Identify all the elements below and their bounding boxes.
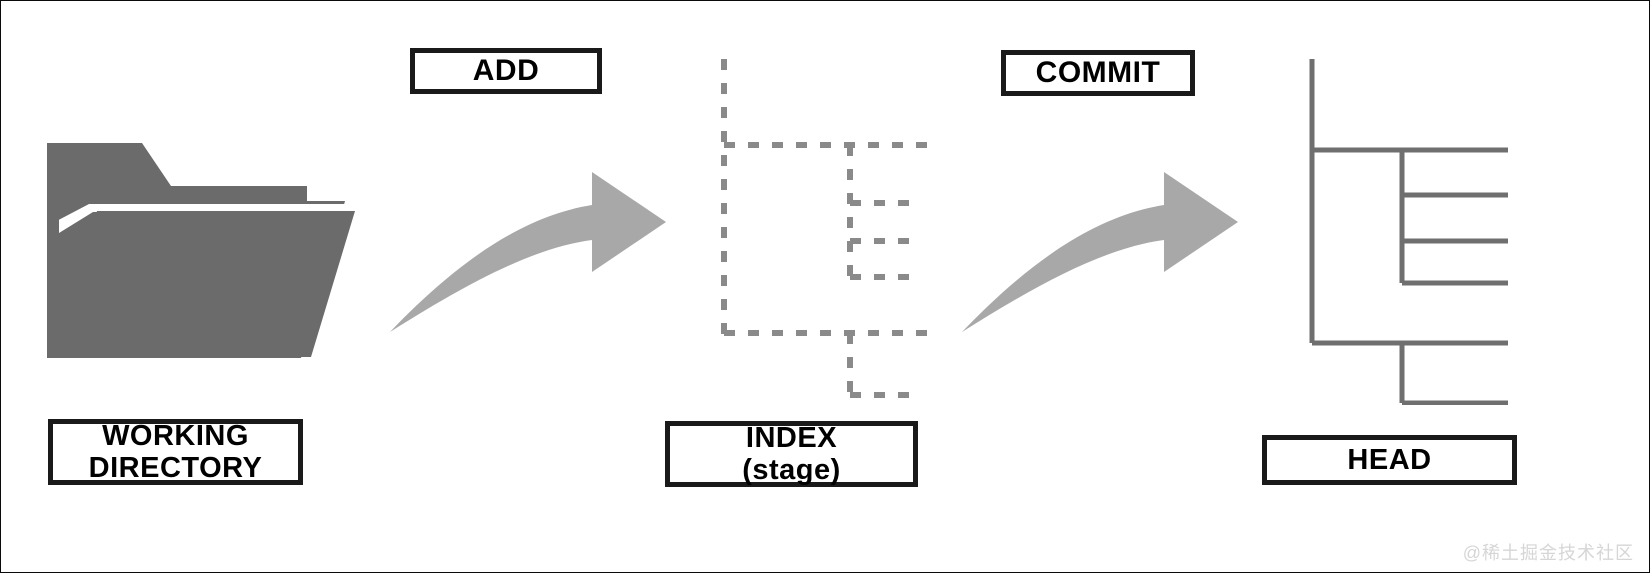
working-directory-label-line2: DIRECTORY (88, 452, 263, 484)
index-label-line2: (stage) (742, 454, 841, 486)
commit-label: COMMIT (1035, 56, 1161, 90)
head-label: HEAD (1347, 443, 1432, 476)
commit-operation-box[interactable]: COMMIT (1001, 50, 1195, 96)
index-label-line1: INDEX (745, 421, 838, 454)
add-arrow (380, 160, 672, 340)
dashed-file-tree-icon (700, 55, 930, 400)
working-directory-box[interactable]: WORKING DIRECTORY (48, 419, 303, 485)
commit-arrow (952, 160, 1244, 340)
open-folder-icon (45, 141, 357, 360)
index-box[interactable]: INDEX (stage) (665, 421, 918, 487)
watermark: @稀土掘金技术社区 (1462, 543, 1634, 563)
working-directory-label-line1: WORKING (102, 419, 249, 452)
add-label: ADD (472, 54, 540, 88)
solid-file-tree-icon (1300, 55, 1510, 406)
add-operation-box[interactable]: ADD (410, 48, 602, 94)
head-box[interactable]: HEAD (1262, 435, 1517, 485)
